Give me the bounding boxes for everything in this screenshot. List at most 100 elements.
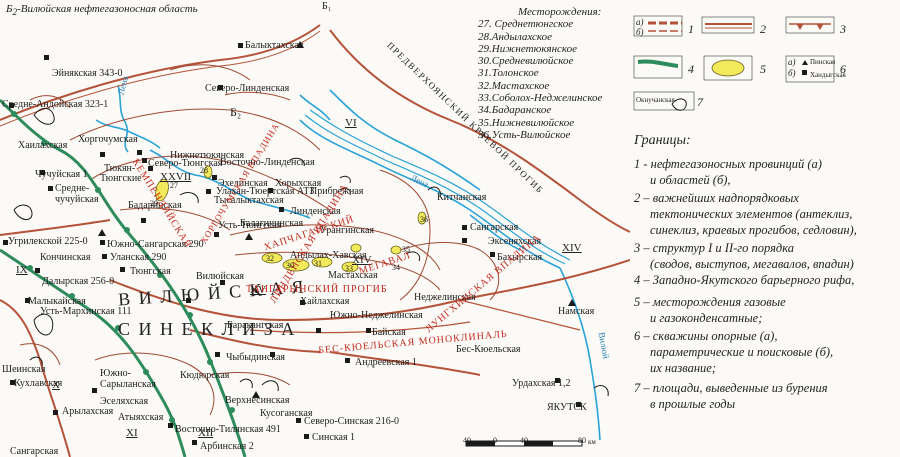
deposit-item: 28.Андылахское — [478, 30, 552, 43]
legend-1b: б) — [636, 27, 644, 37]
structure-numeral: X — [52, 379, 60, 391]
structure-numeral: XV — [250, 284, 266, 296]
desc-line: синеклиз, краевых прогибов, седловин), — [650, 223, 857, 237]
legend-desc-5: 5 – месторождения газовые и газоконденса… — [634, 294, 898, 326]
syneclise-name: С И Н Е К Л И З А — [118, 319, 297, 339]
section-b1-label: Б₁ — [322, 1, 332, 12]
deposit-number: 29 — [150, 199, 158, 208]
well-label: Далырская 256-0 — [42, 276, 115, 287]
desc-line: в прошлые годы — [650, 397, 736, 411]
well-label: Атыяхская — [118, 412, 164, 423]
well-label: Эселяхская — [100, 396, 149, 407]
well-label: Хорыхская — [275, 178, 322, 189]
region-title: Б2-Вилюйская нефтегазоносная область — [6, 3, 198, 18]
well-label: Неджелинская — [414, 292, 476, 303]
structure-numeral: XXVII — [160, 171, 192, 183]
well-label: Усть-Тюнгская — [218, 220, 282, 231]
legend-num-2: 2 — [760, 22, 766, 36]
scale-bar — [465, 440, 583, 447]
desc-line: 7 – площади, выведенные из бурения — [634, 381, 828, 395]
well-label: Балагичинская — [240, 218, 304, 229]
scale-label: 0 — [493, 436, 497, 445]
well-label: Чыбыдинская — [226, 352, 285, 363]
deposit-item: 31.Толонское — [478, 67, 539, 80]
well-label: Кончинская — [40, 252, 91, 263]
structure-numeral: XIV — [562, 242, 582, 254]
well-label: Сангарская — [10, 446, 59, 457]
legend-desc-4: 4 – Западно-Якутского барьерного рифа, — [634, 272, 898, 288]
well-label: Средне-Андойская 323-1 — [2, 99, 109, 110]
reef-line — [0, 98, 247, 457]
deposit-item: 32.Мастахское — [478, 79, 550, 92]
legend-7-sample: Окнучанская — [636, 96, 675, 104]
deposit-number: 34 — [392, 263, 400, 272]
structure-boundaries — [19, 64, 500, 416]
legend-symbols — [633, 15, 835, 111]
well-label: Балыктахская — [245, 40, 304, 51]
deposits-list: Месторождения: 27. Среднетюнгское 28.Анд… — [478, 6, 628, 141]
legend-title: Границы: — [634, 133, 691, 148]
desc-line: 2 – важнейших надпорядковых — [634, 191, 799, 205]
well-label: Синская 1 — [312, 432, 356, 443]
well-label: Арбинская 2 — [200, 441, 254, 452]
well-label: Баракангская — [227, 320, 284, 331]
deposit-item: 27. Среднетюнгское — [478, 18, 574, 31]
legend-desc-3: 3 – структур I и II-го порядка (сводов, … — [634, 240, 898, 272]
well-label: Вилюйская — [196, 271, 245, 282]
structure-numeral: IX — [16, 264, 28, 276]
legend-num-6: 6 — [840, 62, 846, 76]
legend-6a-text: Пинская — [810, 58, 836, 66]
well-label: Сангарская — [470, 222, 519, 233]
scale-label: 40 — [520, 436, 528, 445]
legend-6b-text: Хандыгская — [810, 71, 846, 79]
well-label: Эхелинская — [218, 178, 268, 189]
well-label: ЯКУТСК — [547, 402, 587, 413]
legend-6b: б) — [788, 68, 796, 78]
well-label: Северо-Синская 216-0 — [304, 416, 400, 427]
well-label: Восточно-Линденская — [220, 157, 315, 168]
well-label: Нижнетюкянская — [170, 150, 245, 161]
legend-desc-6: 6 – скважины опорные (а), параметрически… — [634, 328, 898, 376]
desc-line: 4 – Западно-Якутского барьерного рифа, — [634, 273, 855, 287]
desc-line: параметрические и поисковые (б), — [650, 345, 834, 359]
well-label: Байская — [372, 327, 406, 338]
desc-line: их название; — [650, 361, 717, 375]
legend-desc-7: 7 – площади, выведенные из бурения в про… — [634, 380, 898, 412]
legend-num-1: 1 — [688, 22, 694, 36]
deposit-number: 27 — [170, 181, 178, 190]
deposit-number: 32 — [266, 254, 274, 263]
well-label: Эйнякская 343-0 — [52, 68, 123, 79]
desc-line: и газоконденсатные; — [650, 311, 763, 325]
legend-6a: а) — [788, 57, 796, 67]
retired-areas — [13, 108, 609, 397]
legend-desc-2: 2 – важнейших надпорядковых тектонически… — [634, 190, 898, 238]
deposit-item: 29.Нижнетюкянское — [478, 42, 578, 55]
well-label: Эксеняхская — [488, 236, 542, 247]
well-label: Андреевская 1 — [355, 357, 417, 368]
legend-num-3: 3 — [840, 22, 846, 36]
structure-numeral: XII — [198, 427, 214, 439]
wells — [3, 43, 581, 445]
desc-line: 1 - нефтегазоносных провинций (а) — [634, 157, 822, 171]
well-label: Бахырская — [497, 252, 543, 263]
desc-line: 6 – скважины опорные (а), — [634, 329, 778, 343]
deposit-item: 30.Средневилюйское — [478, 55, 574, 68]
legend-desc-1: 1 - нефтегазоносных провинций (а) и обла… — [634, 156, 898, 188]
desc-line: и областей (б), — [650, 173, 731, 187]
desc-line: 5 – месторождения газовые — [634, 295, 786, 309]
legend-num-5: 5 — [760, 62, 766, 76]
well-label: Хаилахская — [18, 140, 68, 151]
legend-num-4: 4 — [688, 62, 694, 76]
deposit-number: 30 — [286, 261, 294, 270]
legend-num-7: 7 — [697, 95, 703, 109]
well-label: Намская — [558, 306, 595, 317]
well-label: Южно-Сангарская 290 — [107, 239, 204, 250]
well-label: Урангинская — [320, 225, 374, 236]
well-label: Хоргочумская — [78, 134, 138, 145]
well-label: Тысалыктахская — [214, 195, 284, 206]
well-label: Тюнгская — [130, 266, 171, 277]
deposits-header: Месторождения: — [518, 6, 602, 18]
scale-label: 40 — [463, 436, 471, 445]
well-label: Тюнгские — [100, 173, 142, 184]
